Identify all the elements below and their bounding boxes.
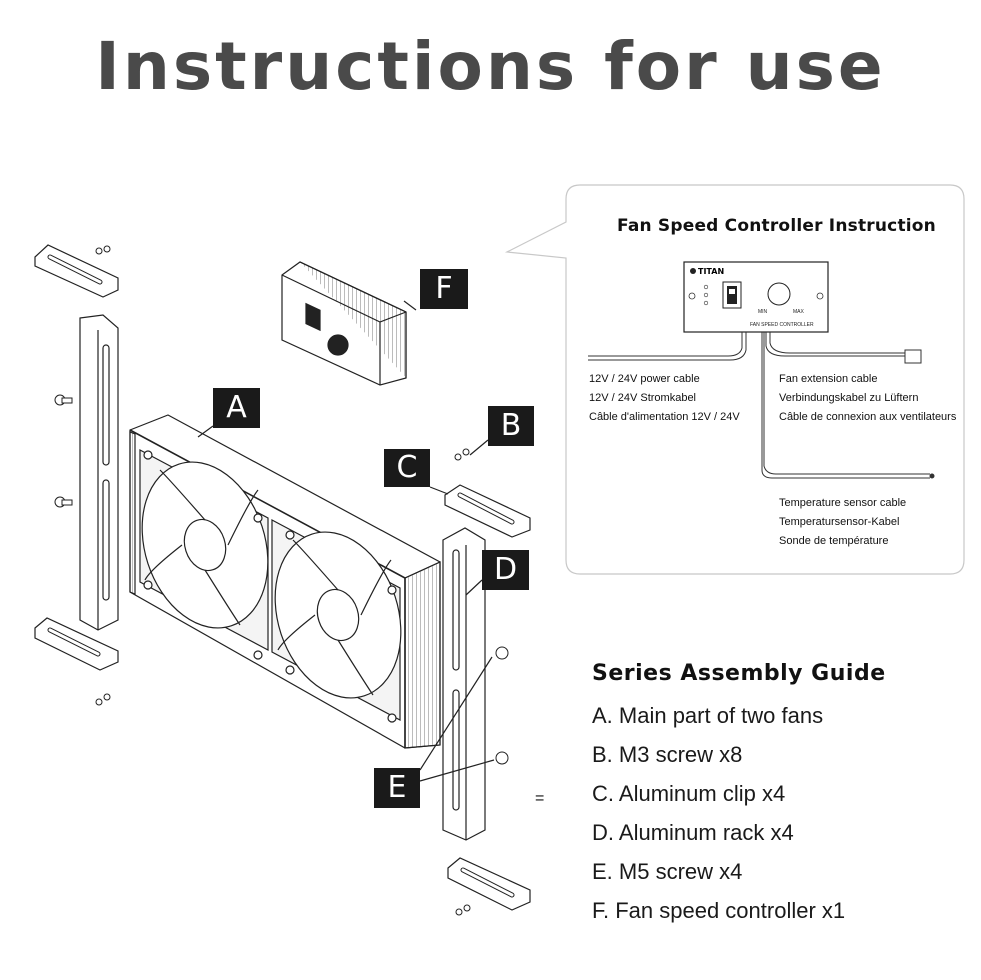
right-screws [454,448,509,916]
callout-label-c: C [384,449,430,487]
guide-item-e: E. M5 screw x4 [592,859,743,884]
device-label: FAN SPEED CONTROLLER [750,322,814,328]
power-cable-en: 12V / 24V power cable [589,373,700,385]
temp-sensor-fr: Sonde de température [779,535,889,547]
guide-item-c: C. Aluminum clip x4 [592,781,786,806]
guide-item-d: D. Aluminum rack x4 [592,820,794,845]
controller-box [281,261,407,386]
power-cable-labels: 12V / 24V power cable 12V / 24V Stromkab… [589,370,740,427]
power-cable-de: 12V / 24V Stromkabel [589,392,697,404]
guide-item-a: A. Main part of two fans [592,703,824,728]
temp-sensor-en: Temperature sensor cable [779,497,907,509]
fan-extension-labels: Fan extension cable Verbindungskabel zu … [779,370,956,427]
knob-max-label: MAX [793,309,805,315]
power-cable-fr: Câble d'alimentation 12V / 24V [589,411,740,423]
fan-extension-en: Fan extension cable [779,373,878,385]
controller-faceplate: TITAN MIN MAX FAN SPEED CONTROLLER [683,261,829,333]
callout-leaders [197,300,495,782]
fan-extension-fr: Câble de connexion aux ventilateurs [779,411,957,423]
controller-panel-title: Fan Speed Controller Instruction [617,216,936,236]
equals-sign: = [535,790,545,807]
brand-logo: TITAN [698,267,724,276]
right-bracket-parts [442,484,531,911]
controller-cables [588,332,935,479]
temp-sensor-de: Temperatursensor-Kabel [779,516,900,528]
fan-extension-de: Verbindungskabel zu Lüftern [779,392,919,404]
left-bracket-parts [34,244,119,671]
callout-label-a: A [213,388,260,428]
guide-item-f: F. Fan speed controller x1 [592,898,846,923]
callout-label-f: F [420,269,468,309]
callout-label-b: B [488,406,534,446]
assembly-guide-title: Series Assembly Guide [592,661,886,686]
knob-min-label: MIN [758,309,768,315]
twin-fan-unit [129,414,441,749]
left-screws [54,245,111,706]
temp-sensor-labels: Temperature sensor cable Temperatursenso… [779,494,906,551]
controller-instruction-panel [504,184,965,575]
callout-label-d: D [482,550,529,590]
assembly-guide-list: A. Main part of two fans B. M3 screw x8 … [592,700,845,934]
guide-item-b: B. M3 screw x8 [592,742,743,767]
callout-label-e: E [374,768,420,808]
page-title: Instructions for use [95,28,886,105]
